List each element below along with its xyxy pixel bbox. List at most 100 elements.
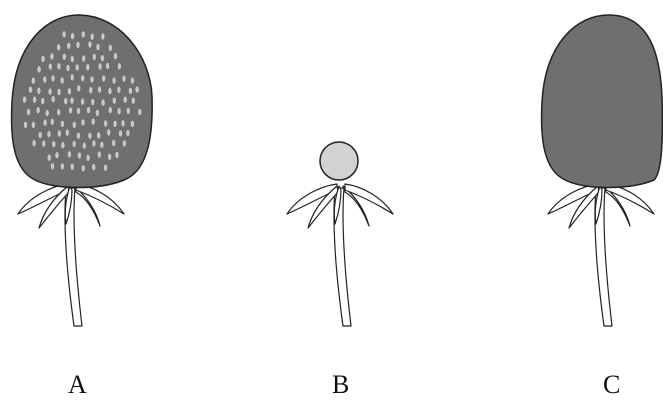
seed-dot (71, 33, 74, 39)
seed-dot (57, 109, 60, 115)
seed-dot (37, 107, 40, 113)
seed-dot (57, 44, 60, 50)
seed-dot (88, 133, 91, 139)
seed-dot (52, 141, 55, 147)
seed-dot (118, 63, 121, 69)
seed-dot (68, 151, 71, 157)
plant-b (287, 142, 393, 326)
seed-dot (92, 118, 95, 124)
seed-dot (43, 119, 46, 125)
seed-dot (32, 140, 35, 146)
seed-dot (81, 119, 84, 125)
seed-dot (41, 98, 44, 104)
seed-dot (77, 108, 80, 114)
seed-dot (101, 55, 104, 61)
seed-dot (81, 98, 84, 104)
seed-dot (113, 97, 116, 103)
seed-dot (51, 75, 54, 81)
seed-dot (101, 99, 104, 105)
seed-dot (23, 96, 26, 102)
seed-dot (87, 107, 90, 113)
seed-dot (61, 142, 64, 148)
seed-dot (129, 88, 132, 94)
seed-dot (96, 110, 99, 116)
seed-dot (51, 119, 54, 125)
seed-dot (107, 129, 110, 135)
seed-dot (109, 45, 112, 51)
seed-dot (98, 86, 101, 92)
seed-dot (132, 98, 135, 104)
seed-dot (66, 129, 69, 135)
seed-dot (104, 120, 107, 126)
seed-dot (57, 89, 60, 95)
seed-dot (46, 110, 49, 116)
seed-dot (77, 133, 80, 139)
seed-dot (126, 130, 129, 136)
seed-dot (91, 34, 94, 40)
seed-dot (70, 97, 73, 103)
seed-dot (86, 155, 89, 161)
seed-dot (117, 87, 120, 93)
seed-dot (33, 97, 36, 103)
seed-dot (63, 54, 66, 60)
seed-dot (131, 77, 134, 83)
seed-dot (98, 151, 101, 157)
seed-dot (43, 76, 46, 82)
seed-dot (121, 120, 124, 126)
seed-dot (29, 87, 32, 93)
seed-dot (61, 163, 64, 169)
seed-dot (135, 86, 138, 92)
seed-dot (32, 122, 35, 128)
seed-dot (138, 109, 141, 115)
seed-dot (97, 132, 100, 138)
seed-dot (114, 53, 117, 59)
seed-dot (73, 122, 76, 128)
seed-dot (71, 164, 74, 170)
seed-dot (123, 140, 126, 146)
seed-dot (47, 131, 50, 137)
seed-dot (91, 99, 94, 105)
seed-dot (49, 63, 52, 69)
plant-c-head (542, 15, 663, 188)
seed-dot (76, 64, 79, 70)
seed-dot (58, 130, 61, 136)
seed-dot (52, 96, 55, 102)
label-a: A (68, 370, 87, 399)
seed-dot (88, 41, 91, 47)
seed-dot (122, 76, 125, 82)
seed-dot (109, 107, 112, 113)
seed-dot (24, 122, 27, 128)
label-b: B (332, 370, 349, 399)
seed-dot (64, 98, 67, 104)
seed-dot (100, 142, 103, 148)
seed-dot (68, 88, 71, 94)
seed-dot (86, 64, 89, 70)
seed-dot (27, 109, 30, 115)
seed-dot (62, 31, 65, 37)
seed-dot (77, 85, 80, 91)
seed-dot (117, 108, 120, 114)
seed-dot (57, 63, 60, 69)
seed-dot (50, 53, 53, 59)
seed-dot (98, 63, 101, 69)
seed-dot (101, 33, 104, 39)
plant-a (12, 15, 153, 326)
seed-dot (71, 56, 74, 62)
seed-dot (81, 75, 84, 81)
seed-dot (83, 142, 86, 148)
plant-c (542, 15, 663, 326)
seed-dot (41, 56, 44, 62)
seed-dot (48, 155, 51, 161)
seed-dot (71, 74, 74, 80)
seed-dot (66, 65, 69, 71)
seed-dot (61, 77, 64, 83)
seed-dot (131, 121, 134, 127)
seed-dot (108, 154, 111, 160)
seed-dot (108, 88, 111, 94)
seed-dot (112, 140, 115, 146)
seed-dot (96, 44, 99, 50)
seed-dot (106, 63, 109, 69)
seed-dot (37, 66, 40, 72)
seed-dot (76, 42, 79, 48)
